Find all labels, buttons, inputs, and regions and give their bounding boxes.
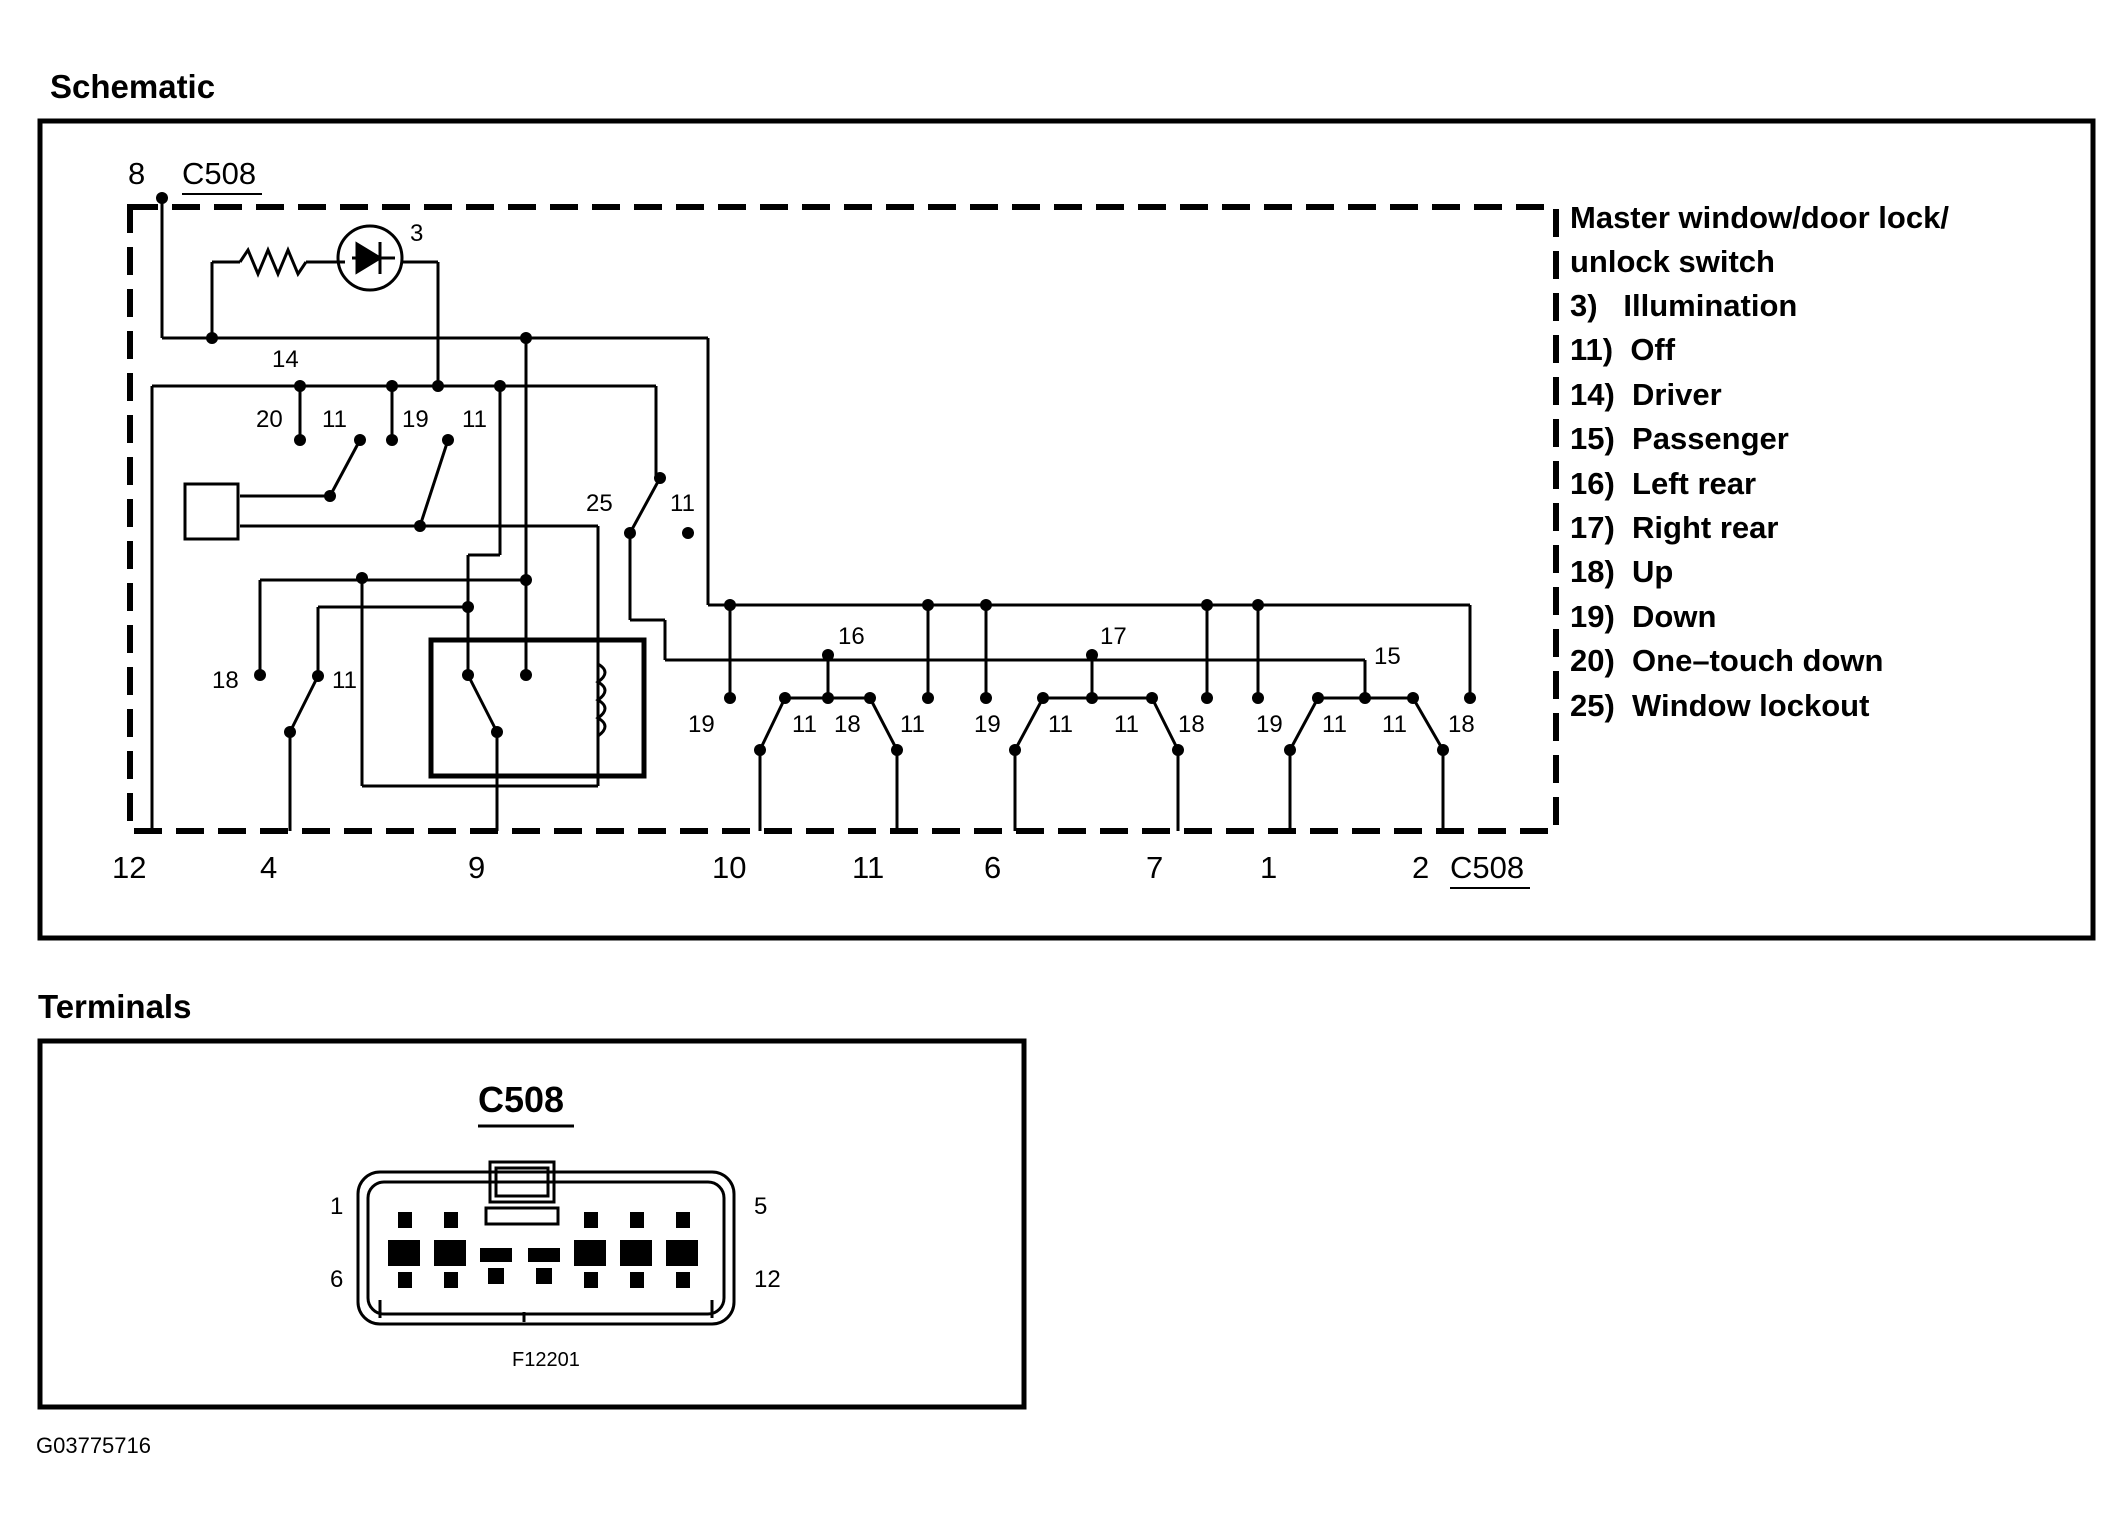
label-right-rear: 17: [1100, 623, 1127, 650]
schematic-frame: [37, 118, 2096, 941]
connector-label-bottom: C508: [1450, 850, 1524, 885]
terminal-pin-1: 1: [330, 1193, 343, 1220]
legend-item-20: 20) One–touch down: [1570, 643, 1883, 678]
ps-label-2: 11: [1322, 711, 1347, 738]
lr-label-2: 11: [792, 711, 817, 738]
terminals-title: Terminals: [38, 988, 192, 1025]
switch-boundary: [127, 204, 1559, 834]
bottom-pin-1: 1: [1260, 850, 1277, 885]
legend-item-15: 15) Passenger: [1570, 421, 1789, 456]
bottom-pin-9: 9: [468, 850, 485, 885]
label-off-c: 11: [670, 490, 695, 517]
bottom-pin-12: 12: [112, 850, 146, 885]
bottom-pin-7: 7: [1146, 850, 1163, 885]
label-passenger: 15: [1374, 643, 1401, 670]
figure-id: F12201: [512, 1349, 580, 1371]
label-off-b: 11: [462, 406, 487, 433]
label-left-rear: 16: [838, 623, 865, 650]
legend-title-2: unlock switch: [1570, 244, 1775, 279]
connector-label-top: C508: [182, 156, 256, 191]
label-off-a: 11: [322, 406, 347, 433]
rr-label-3: 11: [1114, 711, 1139, 738]
bottom-pin-4: 4: [260, 850, 277, 885]
legend-item-14: 14) Driver: [1570, 377, 1722, 412]
terminals-frame: [37, 1038, 1027, 1410]
connector-cavities: [388, 1212, 698, 1288]
label-illumination: 3: [410, 220, 423, 247]
label-one-touch: 20: [256, 406, 283, 433]
terminal-pin-6: 6: [330, 1266, 343, 1293]
legend-title-1: Master window/door lock/: [1570, 200, 1949, 235]
lr-label-3: 18: [834, 711, 861, 738]
bottom-pin-6: 6: [984, 850, 1001, 885]
connector-face: [356, 1160, 736, 1326]
terminal-pin-5: 5: [754, 1193, 767, 1220]
rr-label-1: 19: [974, 711, 1001, 738]
terminal-pin-12: 12: [754, 1266, 781, 1293]
legend-item-17: 17) Right rear: [1570, 510, 1778, 545]
label-driver: 14: [272, 346, 299, 373]
bottom-pin-10: 10: [712, 850, 746, 885]
ps-label-3: 11: [1382, 711, 1407, 738]
ps-label-4: 18: [1448, 711, 1475, 738]
label-lockout: 25: [586, 490, 613, 517]
lr-label-4: 11: [900, 711, 925, 738]
label-off-d: 11: [332, 667, 357, 694]
legend-item-18: 18) Up: [1570, 554, 1673, 589]
bottom-pin-11: 11: [852, 850, 884, 885]
legend-item-25: 25) Window lockout: [1570, 688, 1869, 723]
pin-8-label: 8: [128, 156, 145, 191]
legend-item-11: 11) Off: [1570, 332, 1676, 367]
bottom-pin-2: 2: [1412, 850, 1429, 885]
wiring: [150, 198, 1472, 831]
label-down: 19: [402, 406, 429, 433]
legend-item-3: 3) Illumination: [1570, 288, 1797, 323]
footer-id: G03775716: [36, 1433, 151, 1458]
rr-label-2: 11: [1048, 711, 1073, 738]
lr-label-1: 19: [688, 711, 715, 738]
ps-label-1: 19: [1256, 711, 1283, 738]
junction-dots: [156, 192, 1476, 756]
legend-item-16: 16) Left rear: [1570, 466, 1756, 501]
label-up-driver: 18: [212, 667, 239, 694]
rr-label-4: 18: [1178, 711, 1205, 738]
schematic-title: Schematic: [50, 68, 216, 105]
terminals-connector-name: C508: [478, 1079, 564, 1120]
legend-item-19: 19) Down: [1570, 599, 1716, 634]
